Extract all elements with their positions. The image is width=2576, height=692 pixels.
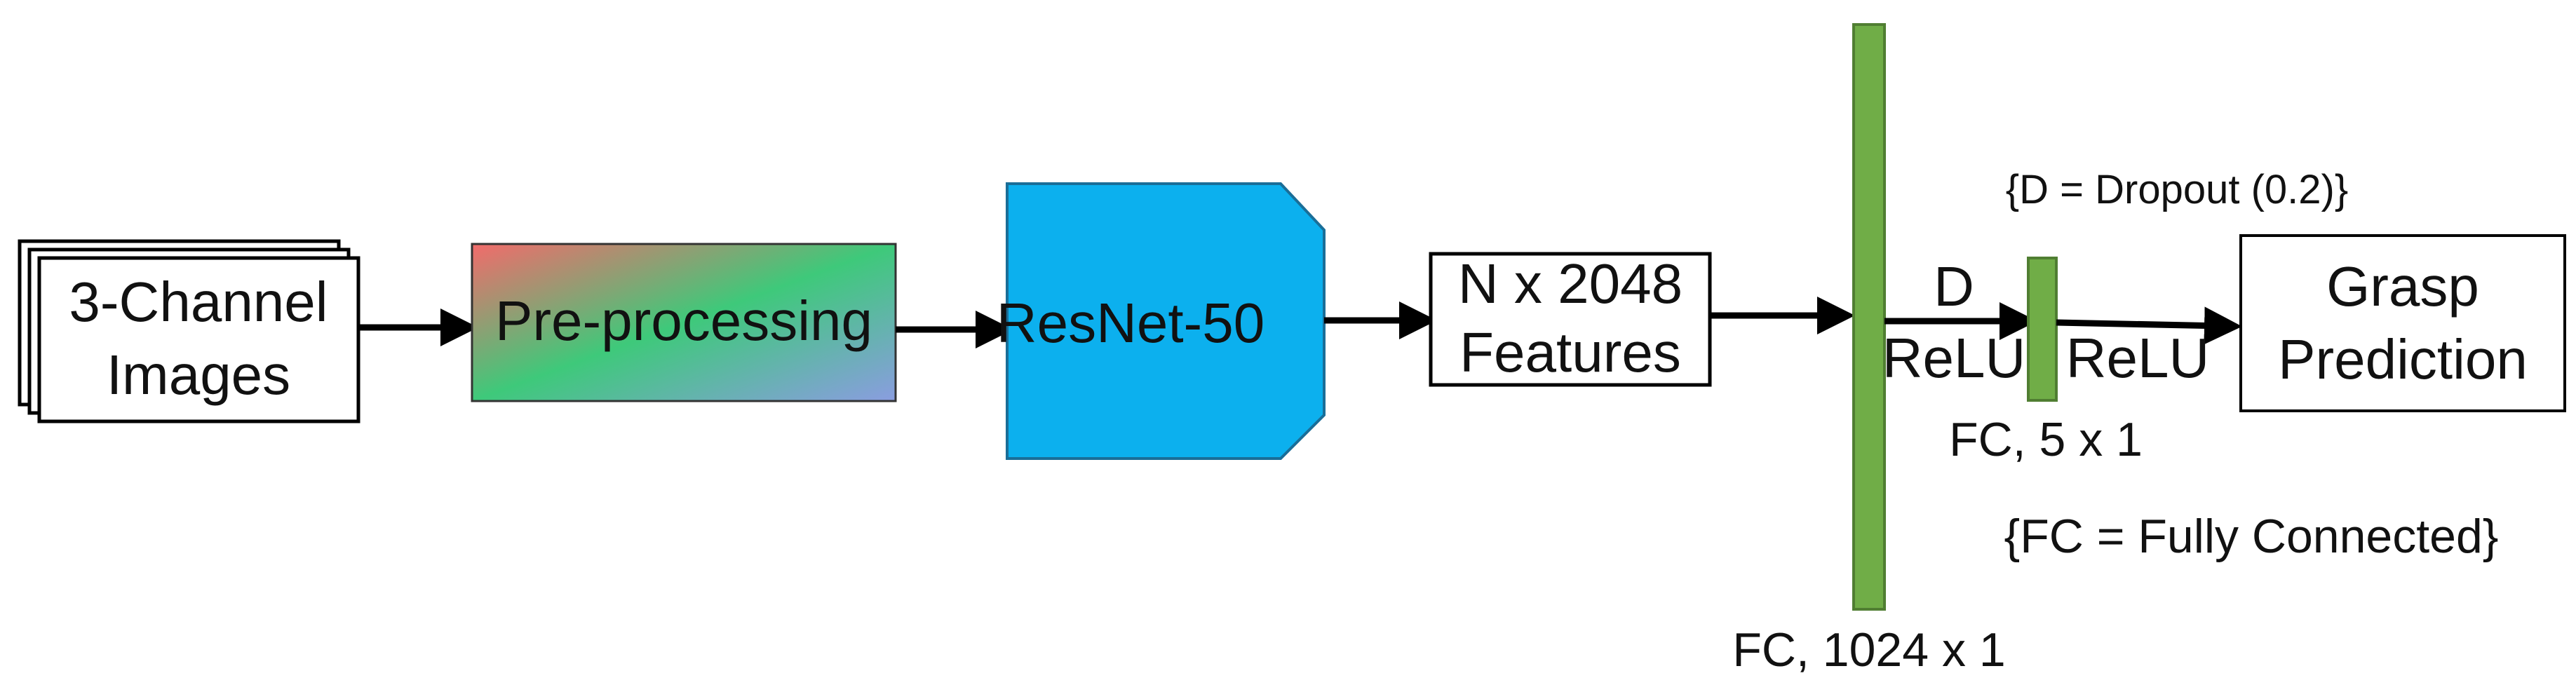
fully-connected-note: {FC = Fully Connected} (2004, 510, 2499, 563)
features-label-line2: Features (1459, 321, 1681, 384)
output-box (2239, 234, 2566, 412)
fc5-layer: FC, 5 x 1 (1949, 257, 2143, 466)
output-block: Grasp Prediction (2239, 234, 2566, 412)
edge-label-relu-1: ReLU (1882, 327, 2026, 389)
resnet-block: ResNet-50 (997, 182, 1326, 460)
features-block: N x 2048 Features (1429, 252, 1712, 387)
preprocessing-block: Pre-processing (471, 243, 897, 402)
features-box (1429, 252, 1712, 387)
edge-label-dropout: D (1934, 255, 1974, 318)
preprocessing-label: Pre-processing (495, 290, 872, 352)
fc1024-layer: FC, 1024 x 1 (1732, 23, 2006, 677)
preprocessing-box (471, 243, 897, 402)
edge-label-relu-2: ReLU (2066, 327, 2210, 389)
fc5-caption: FC, 5 x 1 (1949, 413, 2143, 466)
features-label-line1: N x 2048 (1458, 252, 1683, 315)
output-label-line1: Grasp (2326, 255, 2479, 318)
resnet-label: ResNet-50 (997, 292, 1265, 354)
output-label-line2: Prediction (2278, 328, 2528, 391)
input-images-label-line2: Images (107, 344, 290, 406)
arrow-fc5-to-output (2056, 306, 2242, 345)
input-images-box (37, 256, 360, 423)
input-images-stack: 3-Channel Images (18, 239, 360, 423)
fc1024-caption: FC, 1024 x 1 (1732, 623, 2005, 677)
resnet-shape (1006, 182, 1326, 460)
fc1024-bar (1852, 23, 1886, 611)
fc5-bar (2027, 257, 2058, 402)
dropout-note: {D = Dropout (0.2)} (2006, 167, 2348, 212)
input-images-label-line1: 3-Channel (69, 271, 328, 333)
